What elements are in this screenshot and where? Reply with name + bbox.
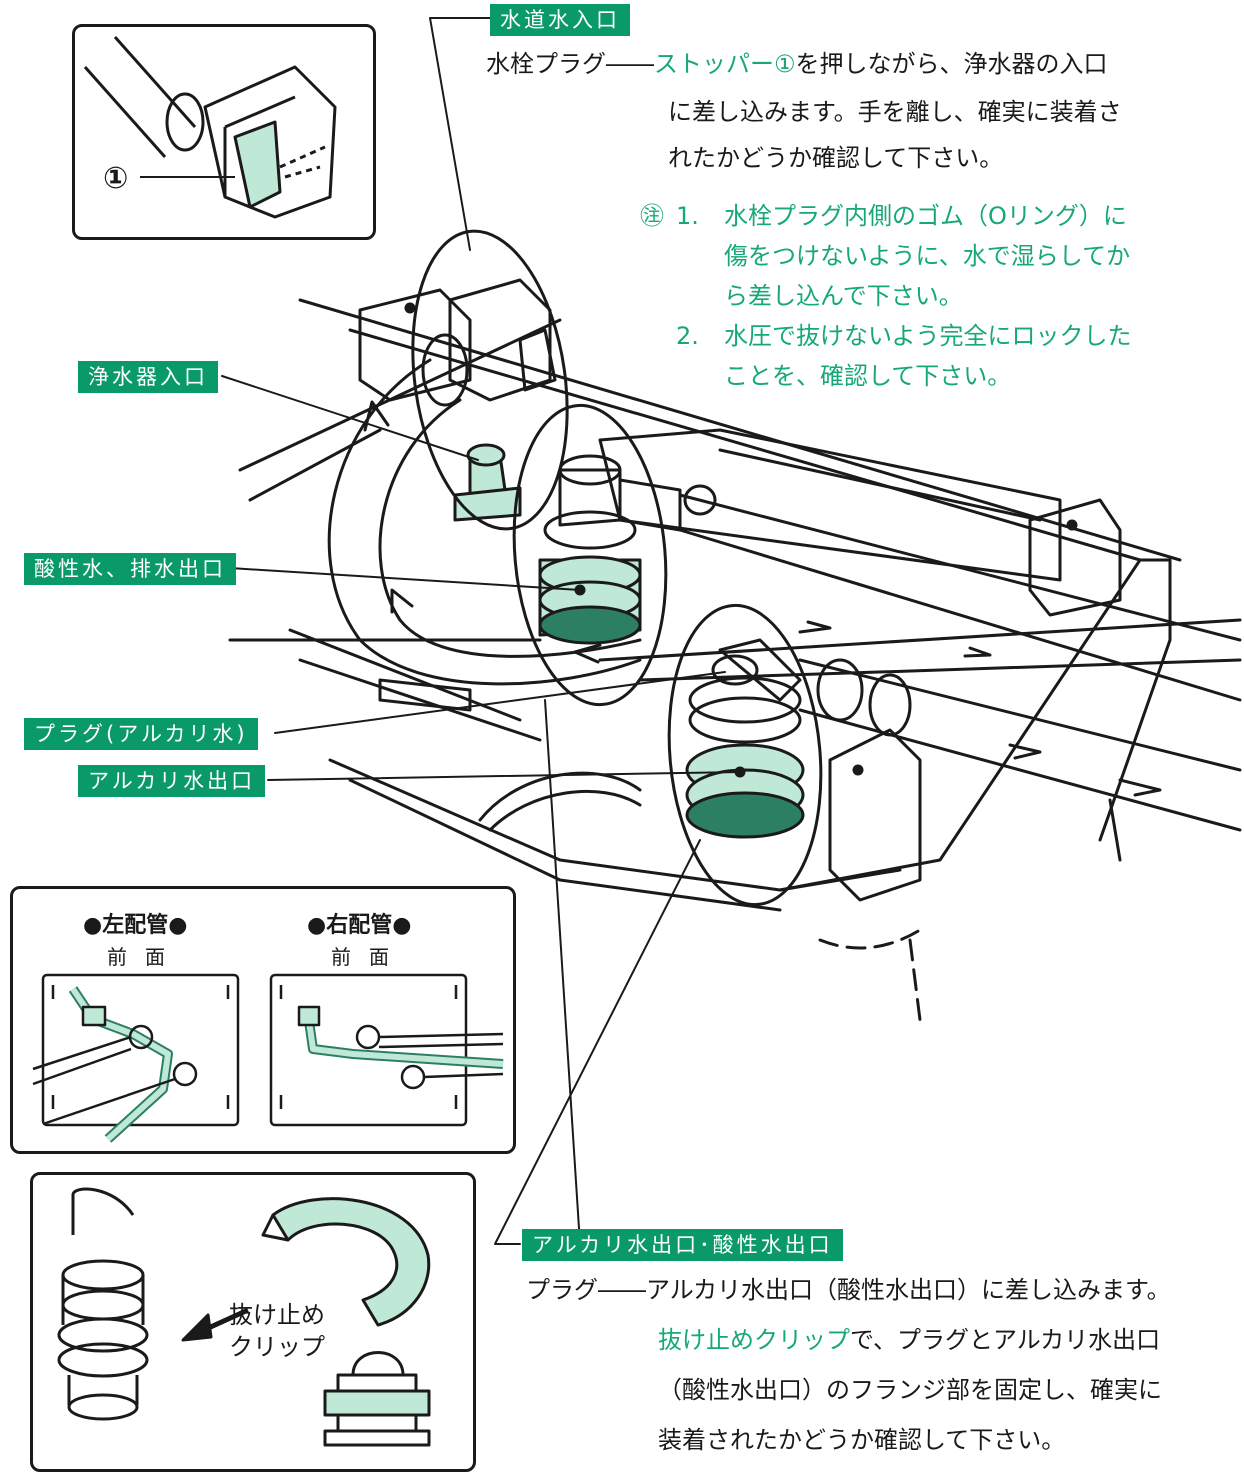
instruction-bottom-line1: アルカリ水出口（酸性水出口）に差し込みます。 bbox=[646, 1276, 1171, 1304]
term-plug: プラグ bbox=[526, 1276, 598, 1304]
dash-bottom: ―― bbox=[598, 1276, 646, 1304]
instruction-bottom: プラグ――アルカリ水出口（酸性水出口）に差し込みます。 bbox=[526, 1268, 1171, 1312]
stopper-text: ストッパー① bbox=[654, 50, 796, 78]
note-2-number: 2. bbox=[676, 322, 699, 350]
note-2-line2: ことを、確認して下さい。 bbox=[724, 362, 1012, 390]
piping-inset: ●左配管● ●右配管● 前面 前面 bbox=[10, 886, 516, 1154]
label-purifier-inlet: 浄水器入口 bbox=[78, 361, 218, 393]
left-piping-title: ●左配管● bbox=[83, 913, 188, 938]
stopper-marker: ① bbox=[103, 161, 129, 196]
instruction-bottom-line3: （酸性水出口）のフランジ部を固定し、確実に bbox=[658, 1376, 1162, 1404]
instruction-bottom-line2: 抜け止めクリップで、プラグとアルカリ水出口 bbox=[658, 1318, 1160, 1362]
faucet-plug-inset: ① bbox=[72, 24, 376, 240]
left-front-label: 前面 bbox=[107, 945, 183, 969]
note-2-line1: 水圧で抜けないよう完全にロックした bbox=[724, 322, 1132, 350]
label-alkaline-acid-outlet: アルカリ水出口･酸性水出口 bbox=[522, 1229, 843, 1261]
instruction-top-line2: に差し込みます。手を離し、確実に装着さ bbox=[668, 98, 1122, 126]
notes-marker: ㊟ bbox=[640, 202, 664, 230]
faucet-plug-drawing bbox=[83, 36, 337, 219]
note-1-line3: ら差し込んで下さい。 bbox=[724, 282, 963, 310]
label-alkaline-outlet: アルカリ水出口 bbox=[78, 765, 266, 797]
note-1-line1: 水栓プラグ内側のゴム（Oリング）に bbox=[724, 202, 1127, 230]
instruction-bottom-line2-rest: で、プラグとアルカリ水出口 bbox=[850, 1326, 1161, 1354]
right-front-label: 前面 bbox=[331, 945, 407, 969]
dash: ―― bbox=[606, 50, 654, 78]
clip-label-line1: 抜け止め bbox=[229, 1301, 325, 1329]
term-faucet-plug: 水栓プラグ bbox=[486, 50, 606, 78]
piping-drawings bbox=[32, 973, 504, 1143]
instruction-top-line3: れたかどうか確認して下さい。 bbox=[668, 144, 1004, 172]
note-1-line2: 傷をつけないように、水で湿らしてか bbox=[724, 242, 1131, 270]
instruction-top: 水栓プラグ――ストッパー①を押しながら、浄水器の入口 bbox=[486, 42, 1108, 86]
clip-drawing bbox=[57, 1187, 431, 1447]
clip-label-line2: クリップ bbox=[229, 1333, 325, 1361]
clip-text: 抜け止めクリップ bbox=[658, 1326, 850, 1354]
label-acid-drain-outlet: 酸性水、排水出口 bbox=[24, 553, 236, 585]
instruction-top-line1: を押しながら、浄水器の入口 bbox=[795, 50, 1108, 78]
clip-inset: 抜け止め クリップ bbox=[30, 1172, 476, 1472]
instruction-bottom-line4: 装着されたかどうか確認して下さい。 bbox=[658, 1426, 1066, 1454]
note-1-number: 1. bbox=[676, 202, 699, 230]
right-piping-title: ●右配管● bbox=[307, 913, 412, 938]
label-plug-alkaline: プラグ(アルカリ水) bbox=[24, 718, 258, 750]
label-water-inlet: 水道水入口 bbox=[490, 4, 630, 36]
